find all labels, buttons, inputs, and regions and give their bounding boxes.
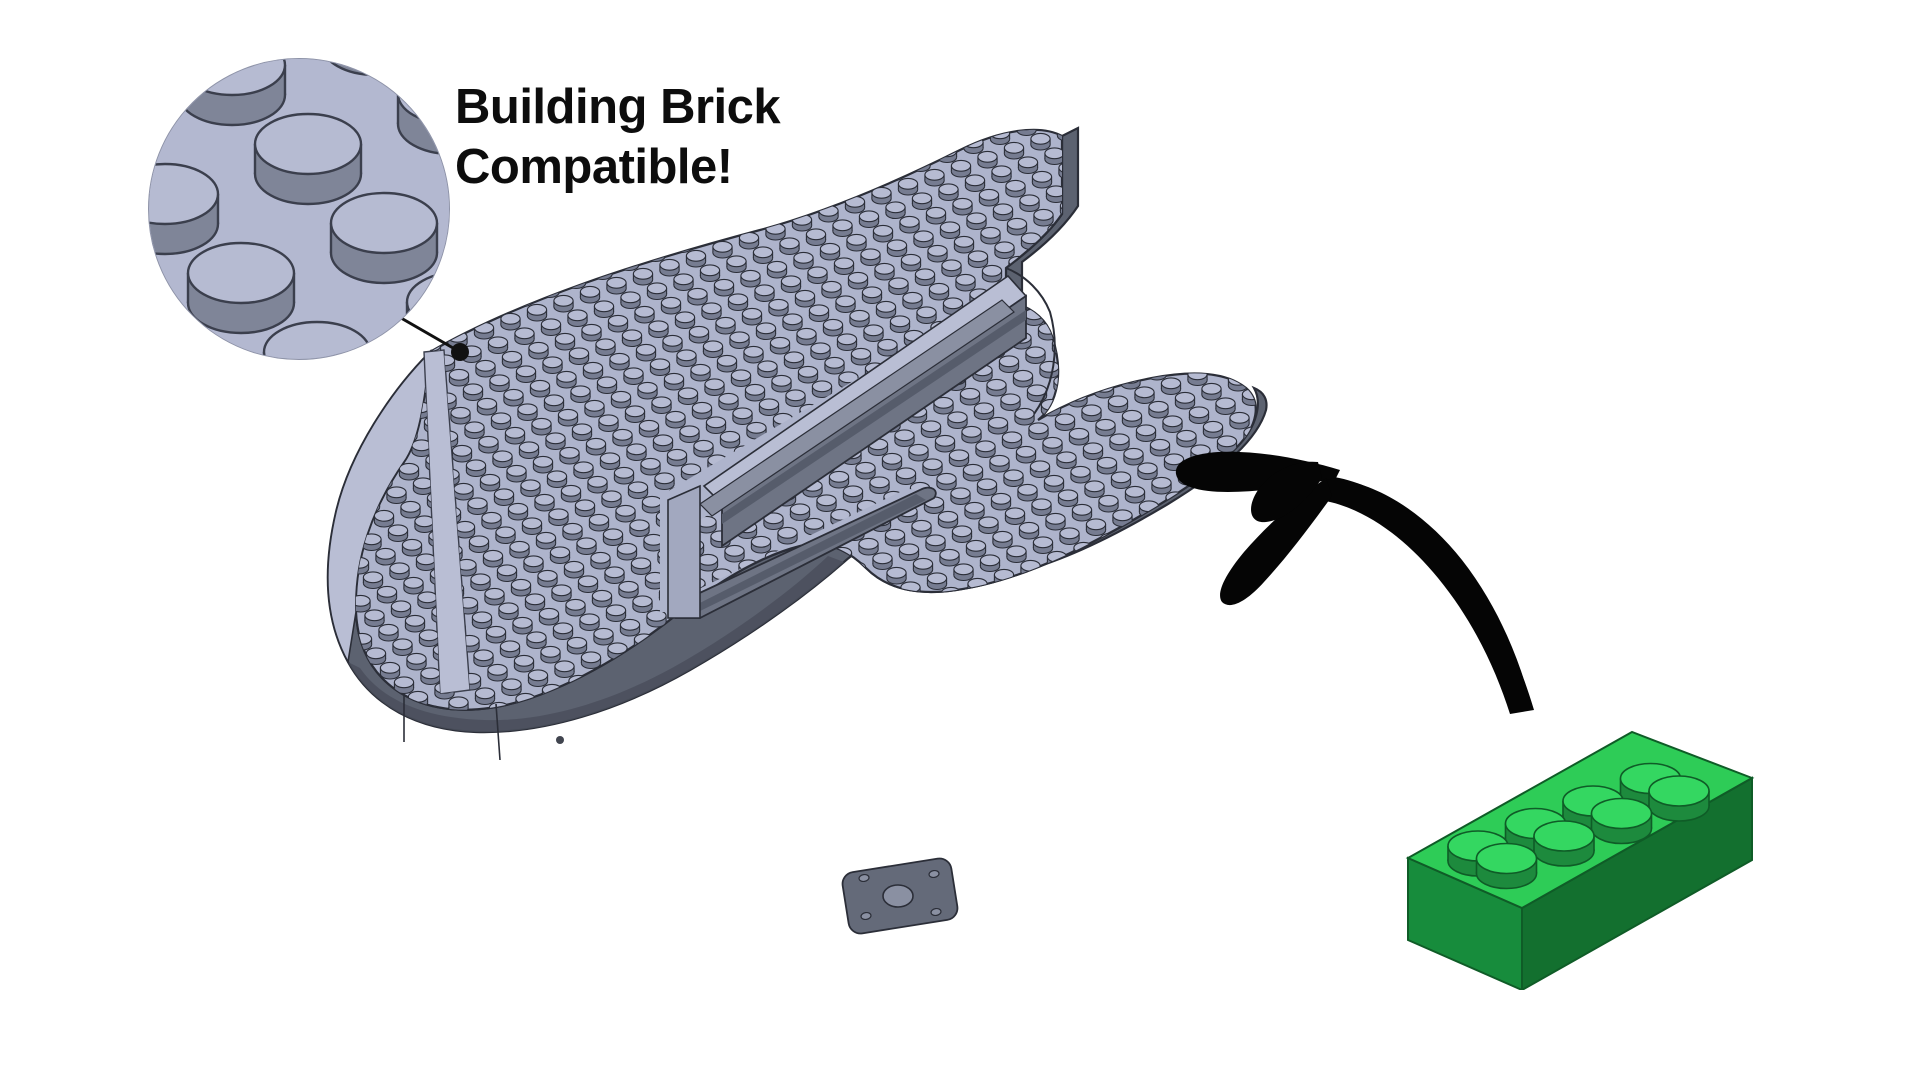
- horn-cutaway: [1005, 213, 1063, 415]
- callout-headline: Building Brick Compatible!: [455, 80, 781, 194]
- green-2x4-building-brick: [1405, 730, 1755, 990]
- stud-closeup-magnifier: [148, 58, 450, 360]
- output-jack-plate: [403, 694, 959, 935]
- magnifier-content: [149, 59, 449, 359]
- neck-channel: [667, 274, 1028, 619]
